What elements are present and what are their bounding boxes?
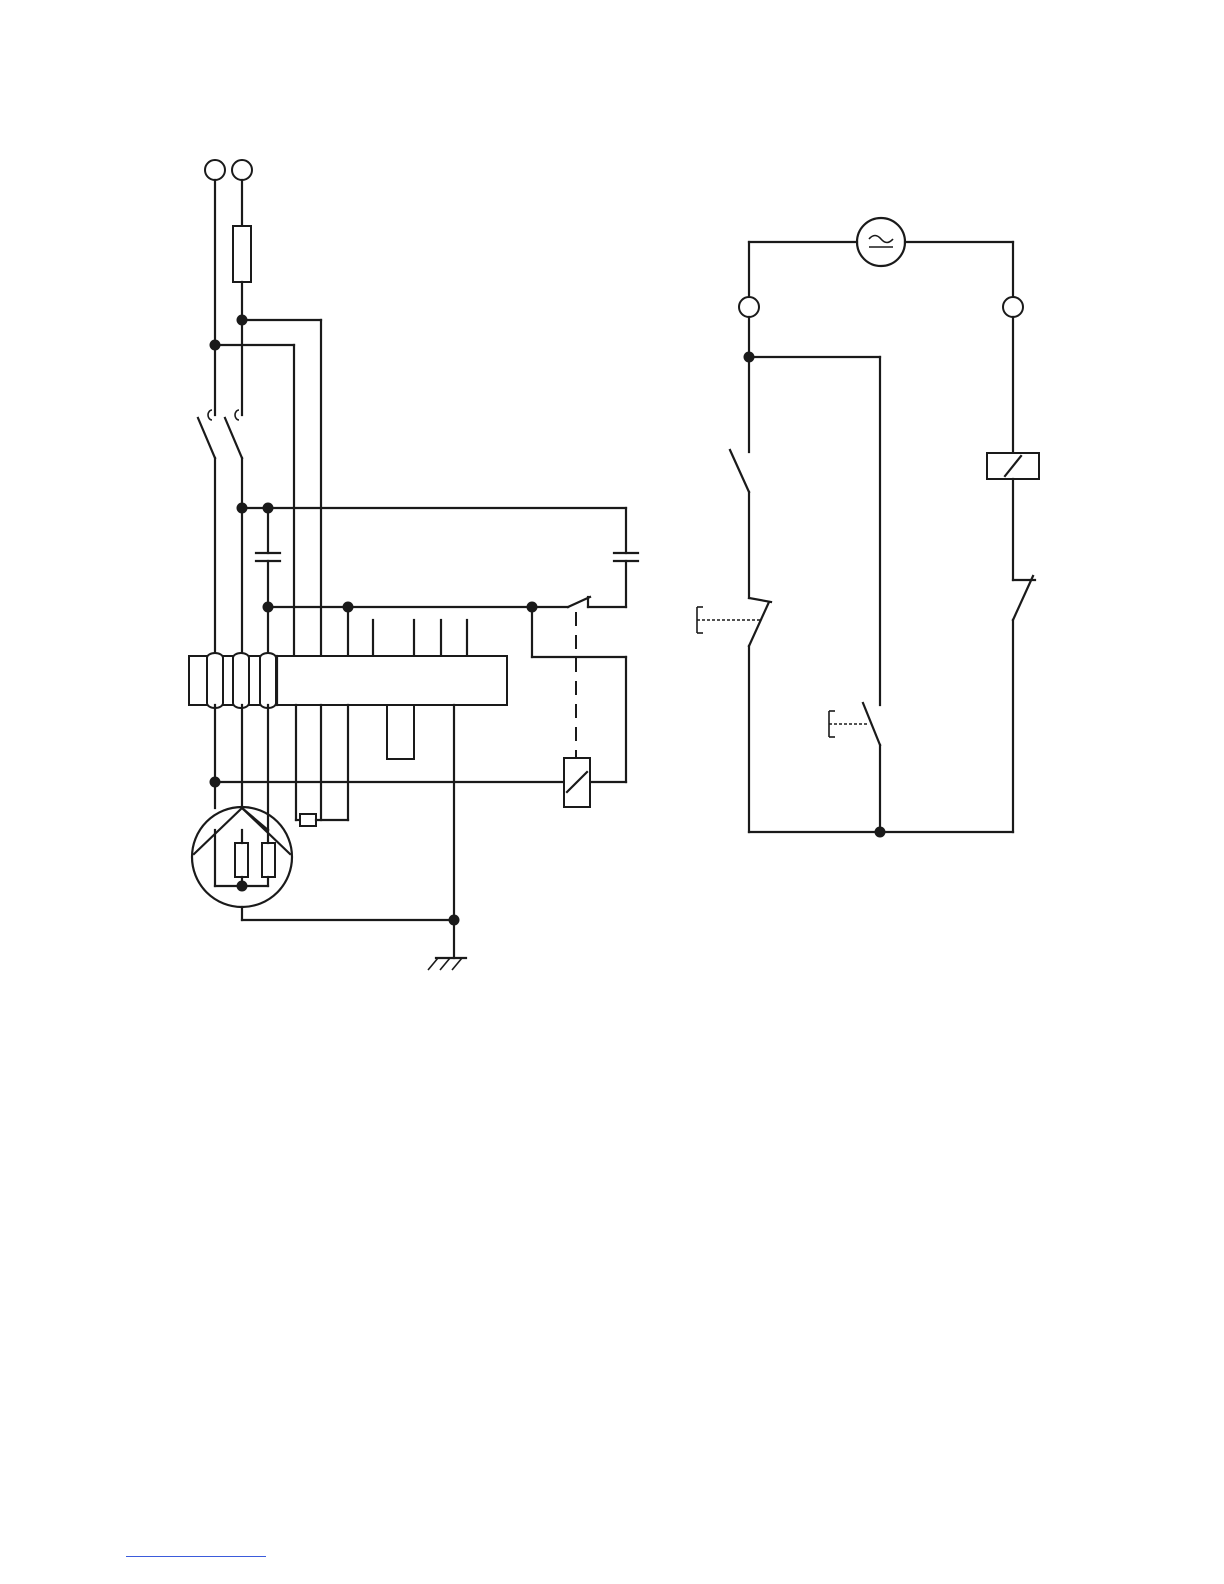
- footer-rule: [126, 1556, 266, 1557]
- motor-icon: [192, 807, 292, 907]
- junction-dot: [875, 827, 886, 838]
- ac-source-icon: [857, 218, 905, 266]
- supply-terminal-l2: [232, 160, 252, 180]
- junction-dot: [237, 503, 248, 514]
- main-switch-icon: [198, 410, 242, 458]
- terminal-ferrule-icon: [207, 653, 276, 708]
- pushbutton-icon: [829, 703, 880, 745]
- junction-dot: [210, 340, 221, 351]
- junction-dot: [210, 777, 221, 788]
- control-terminal-right: [1003, 297, 1023, 317]
- relay-coil-icon: [564, 758, 590, 807]
- relay-coil-icon: [987, 453, 1039, 479]
- junction-dot: [237, 315, 248, 326]
- left-motor-circuit: [189, 160, 638, 970]
- ground-icon: [428, 958, 466, 970]
- right-control-circuit: [697, 218, 1039, 838]
- sensor-block: [387, 705, 414, 759]
- fuse-icon: [233, 226, 251, 282]
- junction-dot: [263, 602, 274, 613]
- control-terminal-left: [739, 297, 759, 317]
- thermal-protector-icon: [300, 814, 316, 826]
- capacitor-icon: [614, 553, 638, 561]
- switch-contact-icon: [730, 450, 749, 492]
- supply-terminal-l1: [205, 160, 225, 180]
- switch-contact-icon: [1013, 576, 1035, 620]
- relay-contact-icon: [568, 597, 590, 607]
- capacitor-icon: [256, 553, 280, 561]
- pushbutton-icon: [697, 598, 771, 646]
